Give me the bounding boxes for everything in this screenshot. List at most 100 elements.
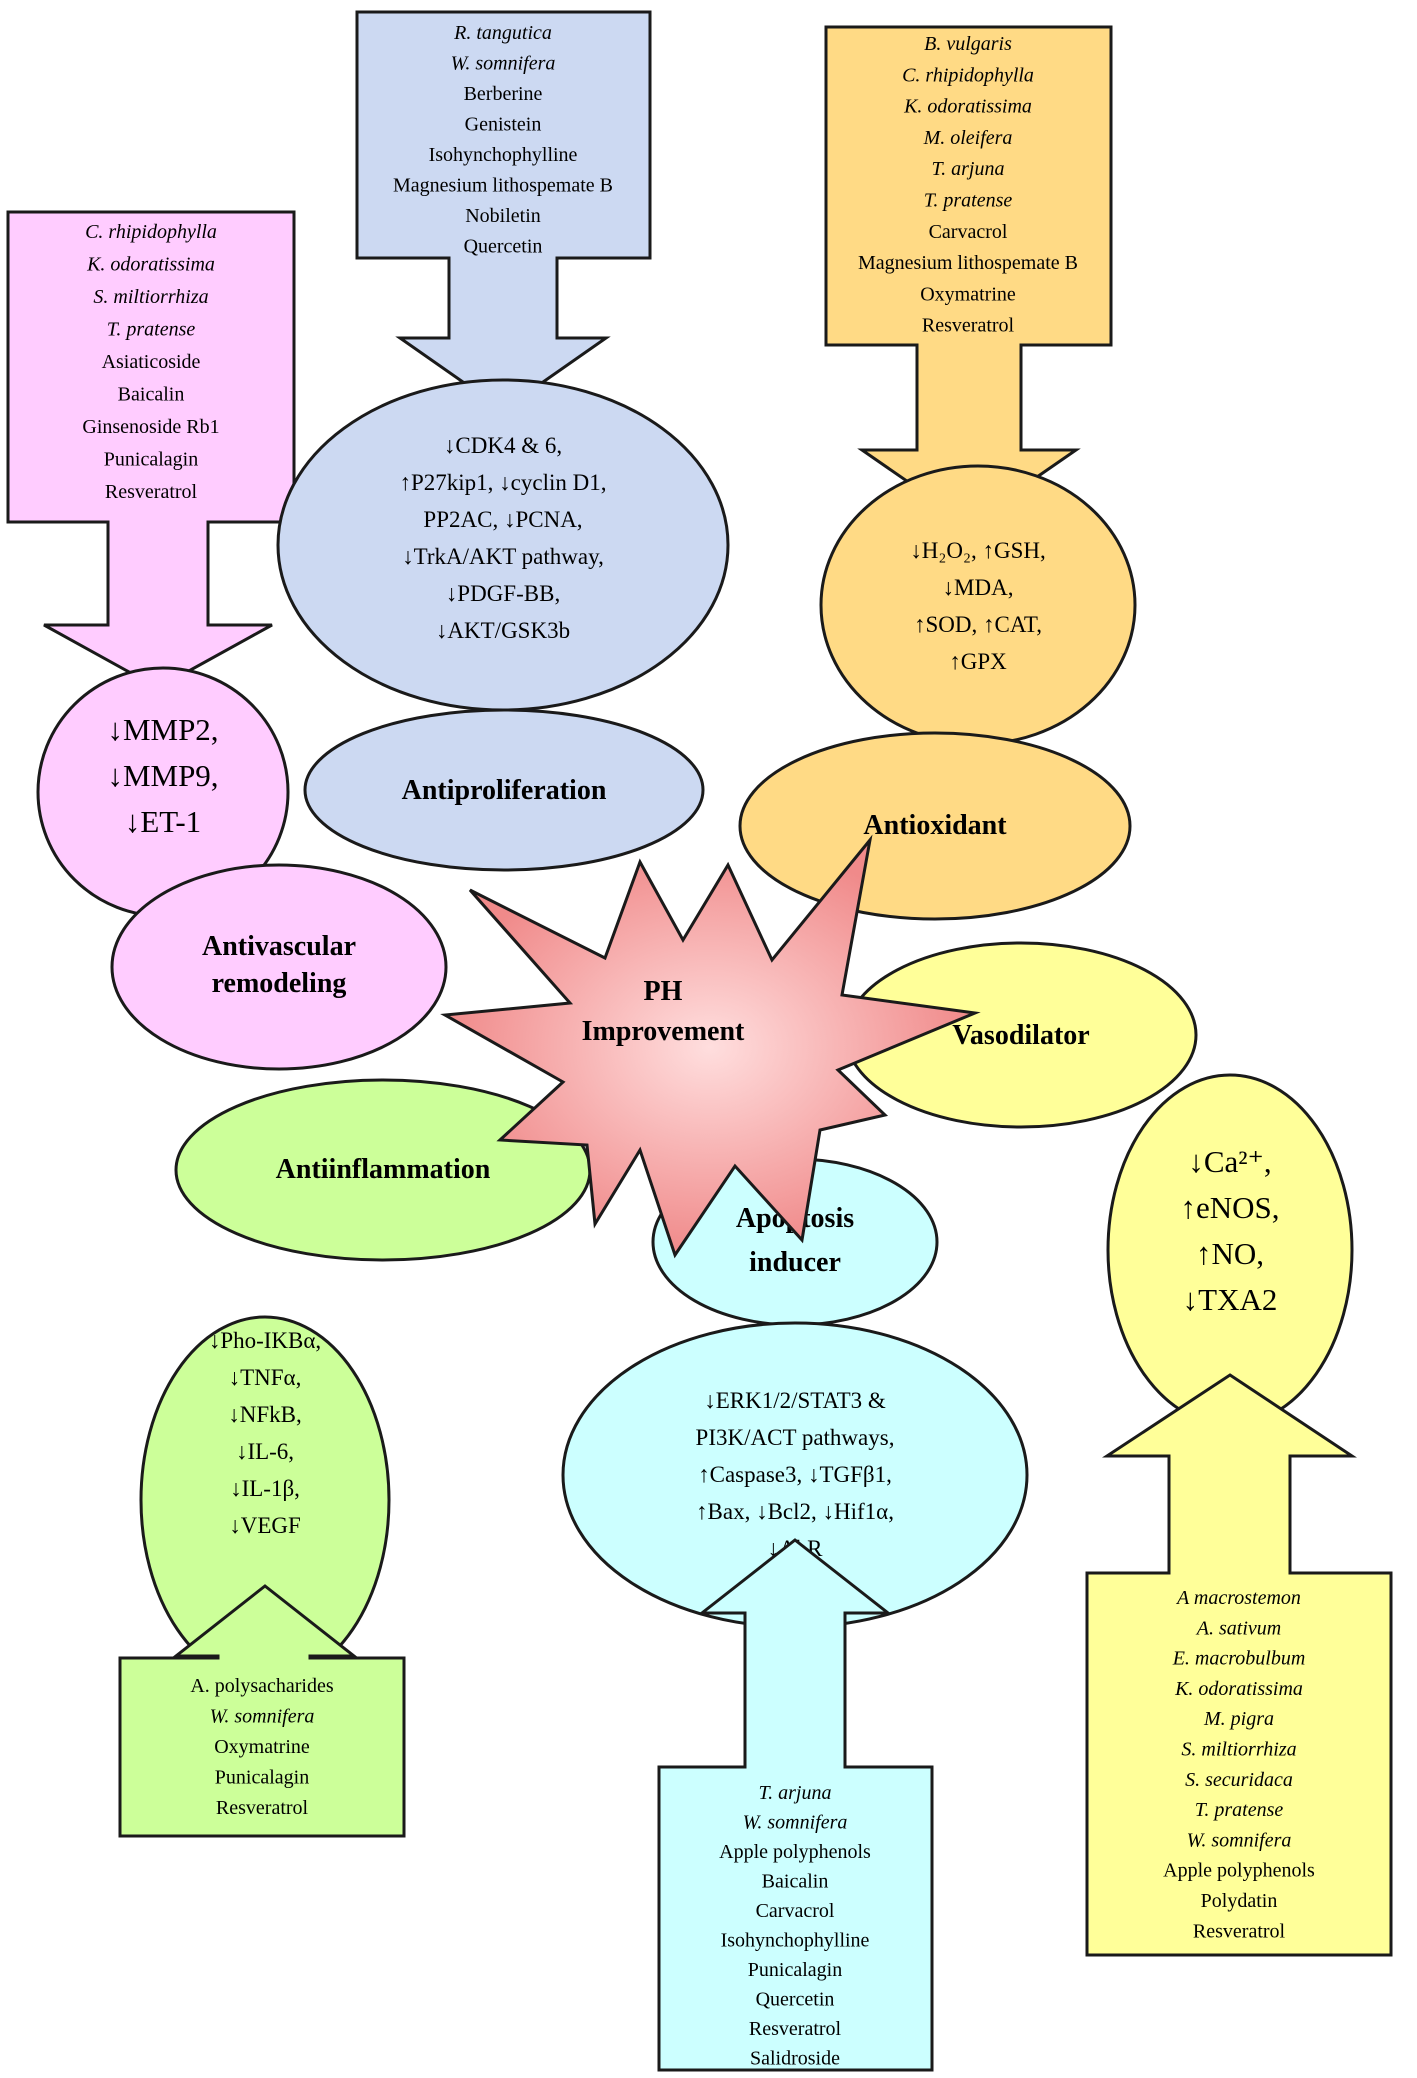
effects-list-antivascular: ↓MMP2, ↓MMP9, ↓ET-1: [107, 712, 218, 839]
diagram-text-line: ↓Pho-IKBα,: [209, 1328, 321, 1353]
diagram-text-line: Baicalin: [118, 384, 185, 406]
diagram-text-line: R. tangutica: [453, 22, 552, 44]
diagram-text-line: C. rhipidophylla: [85, 221, 217, 243]
effects-list-antiproliferation: ↓CDK4 & 6, ↑P27kip1, ↓cyclin D1, PP2AC, ↓P…: [400, 433, 607, 643]
diagram-text-line: Salidroside: [750, 2048, 840, 2070]
diagram-text-line: T. pratense: [1195, 1799, 1284, 1821]
diagram-text-line: Antivascular: [202, 931, 356, 962]
diagram-text-line: T. arjuna: [759, 1782, 832, 1804]
diagram-text-line: Punicalagin: [215, 1767, 309, 1789]
diagram-text-line: inducer: [749, 1247, 841, 1278]
diagram-text-line: S. securidaca: [1185, 1769, 1293, 1791]
diagram-text-line: Punicalagin: [748, 1959, 842, 1981]
diagram-text-line: T. arjuna: [932, 158, 1005, 180]
diagram-text-line: ↓AKT/GSK3b: [436, 618, 570, 643]
effects-ellipse-antioxidant: [819, 464, 1137, 746]
diagram-text-line: Ginsenoside Rb1: [82, 416, 219, 438]
diagram-text-line: ↓H₂O₂, ↑GSH,: [910, 538, 1046, 563]
agents-box-antiinflammation: [118, 1584, 406, 1838]
diagram-text-line: ↓MMP9,: [107, 758, 218, 793]
diagram-text-line: ↑eNOS,: [1180, 1190, 1279, 1225]
diagram-text-line: Magnesium lithospemate B: [858, 252, 1078, 274]
diagram-text-line: T. pratense: [924, 190, 1013, 212]
diagram-text-line: ↓TrkA/AKT pathway,: [402, 544, 604, 569]
diagram-text-line: Asiaticoside: [102, 351, 201, 373]
diagram-text-line: E. macrobulbum: [1172, 1648, 1306, 1670]
diagram-text-line: M. pigra: [1203, 1708, 1274, 1730]
diagram-text-line: Quercetin: [756, 1989, 835, 2011]
diagram-text-line: ↓PDGF-BB,: [446, 581, 560, 606]
diagram-text-line: ↓TXA2: [1183, 1282, 1278, 1317]
category-label-antiinflammation: Antiinflammation: [276, 1154, 491, 1185]
diagram-text-line: ↑Bax, ↓Bcl2, ↓Hif1α,: [696, 1499, 894, 1524]
diagram-text-line: ↓Ca²⁺,: [1188, 1144, 1271, 1179]
diagram-text-line: Resveratrol: [1193, 1920, 1286, 1942]
diagram-text-line: Antioxidant: [863, 810, 1007, 841]
category-label-antiproliferation: Antiproliferation: [402, 775, 607, 806]
diagram-text-line: W. somnifera: [451, 53, 556, 75]
diagram-text-line: Apple polyphenols: [1163, 1860, 1315, 1882]
diagram-text-line: ↓IL-1β,: [230, 1476, 300, 1501]
diagram-text-line: A. polysacharides: [190, 1675, 334, 1697]
effects-list-vasodilator: ↓Ca²⁺, ↑eNOS, ↑NO, ↓TXA2: [1180, 1144, 1279, 1317]
diagram-text-line: Resveratrol: [216, 1797, 309, 1819]
diagram-text-line: W. somnifera: [210, 1706, 315, 1728]
diagram-text-line: ↓ET-1: [125, 804, 201, 839]
diagram-text-line: ↓MMP2,: [107, 712, 218, 747]
diagram-text-line: PH: [644, 976, 683, 1007]
diagram-text-line: ↑GPX: [949, 649, 1007, 674]
diagram-text-line: Carvacrol: [756, 1900, 835, 1922]
agents-box-vasodilator: [1085, 1373, 1393, 1957]
diagram-text-line: ↓IL-6,: [236, 1439, 294, 1464]
diagram-text-line: ↓VEGF: [229, 1513, 301, 1538]
category-ellipse-antivascular: [110, 863, 448, 1071]
diagram-text-line: Oxymatrine: [214, 1736, 310, 1758]
diagram-text-line: Isohynchophylline: [429, 144, 578, 166]
branch-antiinflammation: Antiinflammation ↓Pho-IKBα,↓TNFα,↓NFkB,↓…: [118, 1078, 592, 1838]
diagram-text-line: Resveratrol: [105, 481, 198, 503]
diagram-text-line: Berberine: [464, 83, 543, 105]
diagram-text-line: Quercetin: [464, 236, 543, 258]
diagram-text-line: ↓MDA,: [943, 575, 1014, 600]
diagram-text-line: B. vulgaris: [924, 33, 1012, 55]
diagram-text-line: Isohynchophylline: [721, 1930, 870, 1952]
diagram-text-line: PI3K/ACT pathways,: [696, 1425, 895, 1450]
diagram-text-line: T. pratense: [107, 319, 196, 341]
diagram-text-line: ↑P27kip1, ↓cyclin D1,: [400, 470, 607, 495]
category-label-apoptosis: Apoptosisinducer: [736, 1203, 854, 1278]
diagram-text-line: S. miltiorrhiza: [1181, 1739, 1296, 1761]
branch-vasodilator: Vasodilator ↓Ca²⁺,↑eNOS,↑NO,↓TXA2 A macr…: [844, 941, 1393, 1957]
category-ellipse-antioxidant: [738, 731, 1132, 921]
diagram-text-line: Resveratrol: [749, 2018, 842, 2040]
category-ellipse-antiproliferation: [303, 708, 705, 872]
diagram-text-line: Resveratrol: [922, 315, 1015, 337]
diagram-text-line: K. odoratissima: [1174, 1678, 1303, 1700]
diagram-text-line: C. rhipidophylla: [902, 64, 1034, 86]
agents-box-antivascular: [6, 210, 296, 690]
agents-box-apoptosis: [657, 1538, 934, 2072]
diagram-text-line: ↑Caspase3, ↓TGFβ1,: [698, 1462, 892, 1487]
diagram-text-line: ↓CDK4 & 6,: [444, 433, 562, 458]
diagram-text-line: ↓TNFα,: [229, 1365, 302, 1390]
diagram-text-line: W. somnifera: [1187, 1829, 1292, 1851]
center-star: [440, 834, 981, 1259]
diagram-text-line: Punicalagin: [104, 449, 198, 471]
diagram-text-line: ↓ERK1/2/STAT3 &: [704, 1388, 886, 1413]
diagram-text-line: S. miltiorrhiza: [93, 286, 208, 308]
diagram-text-line: ↑NO,: [1196, 1236, 1264, 1271]
diagram-text-line: W. somnifera: [743, 1812, 848, 1834]
diagram-text-line: PP2AC, ↓PCNA,: [423, 507, 582, 532]
diagram-text-line: Genistein: [465, 114, 542, 136]
diagram-text-line: Antiinflammation: [276, 1154, 491, 1185]
